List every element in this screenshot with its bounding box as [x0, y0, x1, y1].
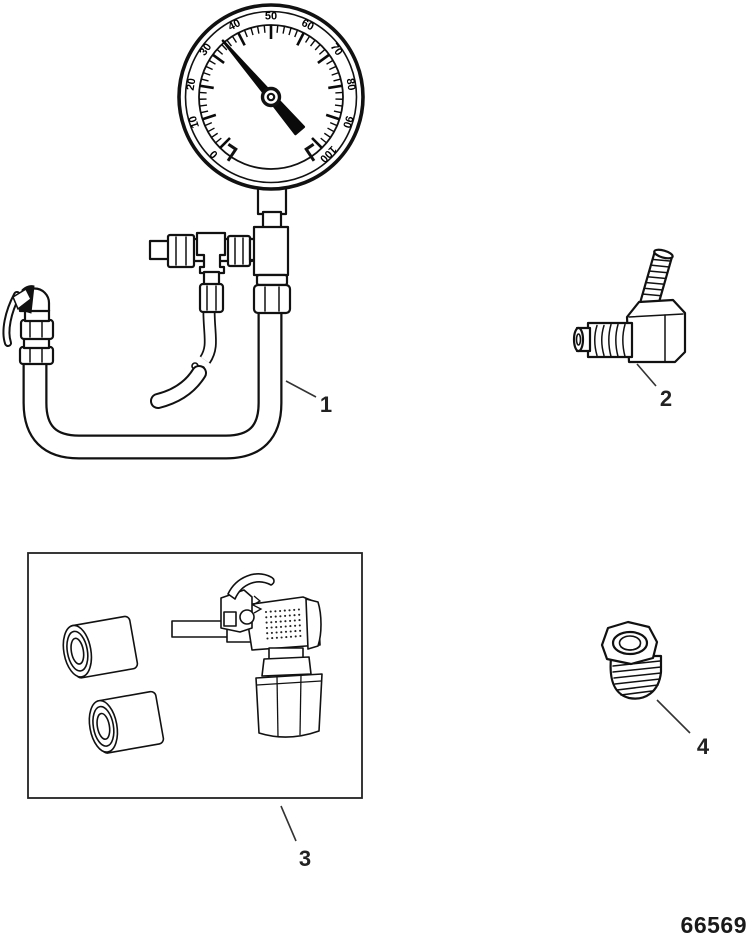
- callout-1: 1: [320, 392, 332, 417]
- elbow-fitting: [572, 248, 687, 364]
- stop-pin-low: [226, 142, 238, 162]
- elbow-hex-body: [625, 298, 687, 364]
- knurl-dot-pattern: [264, 608, 302, 640]
- adapter-sleeve-1: [62, 615, 139, 679]
- leader-line-4: [656, 699, 691, 734]
- gauge-tick-label: 20: [185, 77, 199, 91]
- gauge-tick-label: 70: [328, 41, 345, 58]
- leader-line-1: [285, 380, 317, 398]
- gauge-tick-label: 40: [226, 17, 242, 33]
- bushing-threads: [609, 654, 663, 700]
- gauge-tick-label: 10: [187, 114, 202, 129]
- callout-2: 2: [660, 386, 672, 411]
- callout-4: 4: [697, 734, 710, 759]
- adapter-kit-box: [27, 552, 363, 799]
- gauge-ticks: [199, 25, 343, 149]
- leader-line-3: [280, 805, 297, 842]
- hose-connector: [2, 285, 55, 366]
- gauge-stem-fitting: [252, 184, 292, 315]
- reducer-bushing: [600, 620, 663, 700]
- kit-valve-fitting: [171, 573, 323, 738]
- quick-connect-nipple: [572, 321, 634, 359]
- bleed-hose: [150, 310, 217, 409]
- callout-3: 3: [299, 846, 311, 871]
- gauge-tick-label: 90: [340, 114, 355, 129]
- threaded-stem: [638, 248, 674, 311]
- gauge-tick-label: 30: [197, 41, 214, 58]
- adapter-sleeve-2: [88, 690, 165, 754]
- callouts: 1 2 3 4: [280, 363, 710, 871]
- valve-hex-nut: [255, 673, 323, 738]
- gauge-tick-label: 60: [299, 17, 315, 33]
- gauge-tick-label: 80: [344, 77, 358, 91]
- drawing-number: 66569: [681, 912, 747, 938]
- stop-pin-high: [304, 142, 316, 162]
- gauge-tick-label: 50: [265, 11, 277, 23]
- latch-pivot: [239, 609, 255, 625]
- latch-arm: [227, 573, 275, 600]
- tee-fitting: [148, 231, 258, 314]
- leader-line-2: [636, 363, 657, 387]
- main-hose: [22, 304, 283, 460]
- gauge-needle: [221, 39, 306, 136]
